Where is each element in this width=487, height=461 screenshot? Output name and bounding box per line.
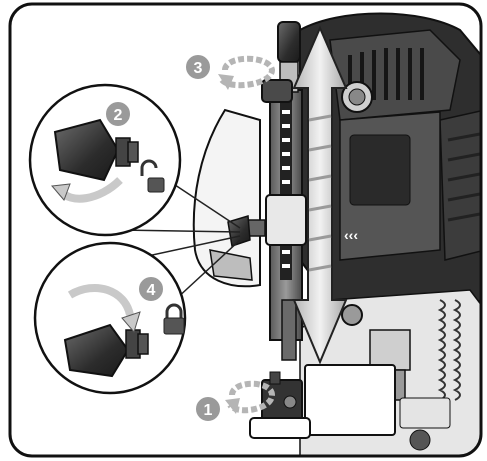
detail-lock-callout [35,243,185,393]
step-number: 1 [204,402,213,419]
step-badge-1: 1 [195,396,221,422]
step-number: 3 [194,60,203,77]
step-number: 4 [147,282,156,299]
depth-slider-block [266,195,306,245]
clamp-screw [342,305,362,325]
depth-stop-plate [305,365,395,435]
fine-adjust-knob [278,22,300,62]
step-badge-3: 3 [185,54,211,80]
step-badge-2: 2 [105,101,131,127]
direction-chevrons-icon: ‹‹‹ [344,227,358,243]
detail-unlock-callout [30,85,180,235]
step-number: 2 [114,107,123,124]
step-badge-4: 4 [138,276,164,302]
